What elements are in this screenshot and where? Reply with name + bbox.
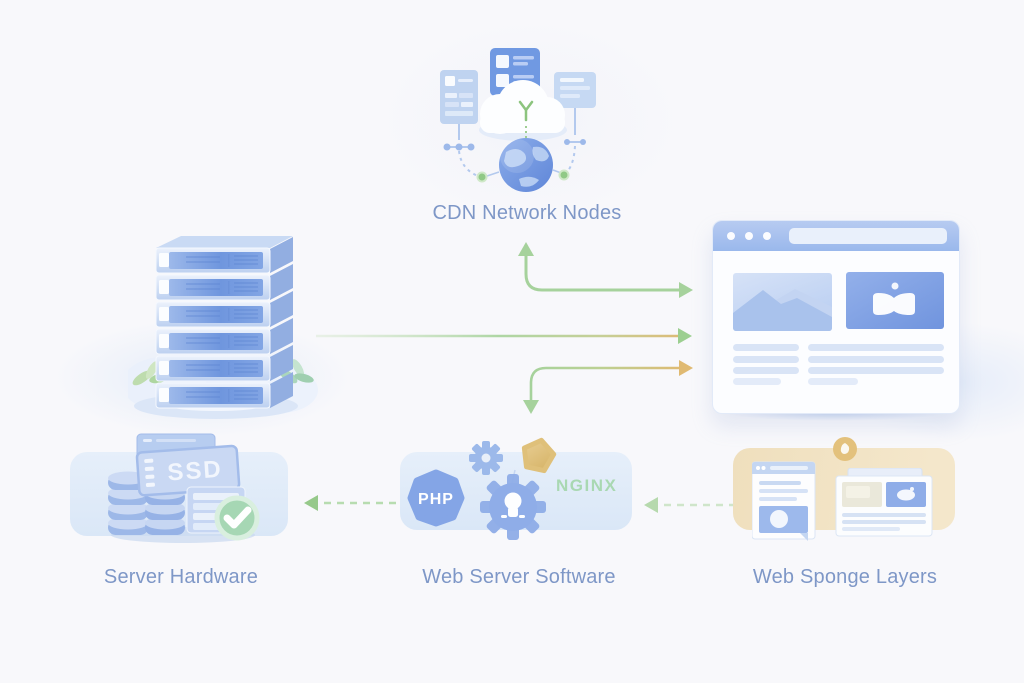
pentagon-icon bbox=[521, 437, 557, 474]
globe-icon bbox=[499, 138, 553, 192]
arrow-cdn-browser bbox=[518, 242, 693, 298]
arrow-rack-browser bbox=[316, 328, 692, 344]
arrow-sponge-software-dashed bbox=[644, 497, 736, 513]
browser-window bbox=[712, 220, 960, 414]
cdn-connector-dots bbox=[443, 139, 586, 151]
server-rack-illustration bbox=[128, 236, 318, 419]
rack-top bbox=[156, 236, 293, 248]
window-dot-1 bbox=[727, 232, 735, 240]
server-hardware-illustration: SSD bbox=[108, 433, 260, 543]
web-server-software-label: Web Server Software bbox=[422, 566, 616, 588]
php-text: PHP bbox=[418, 491, 454, 508]
cdn-node-card-right bbox=[554, 72, 596, 108]
image-placeholder-mountain bbox=[733, 273, 832, 331]
window-dot-3 bbox=[763, 232, 771, 240]
server-unit-stack bbox=[155, 237, 293, 409]
arrow-browser-software bbox=[523, 360, 693, 414]
web-server-software-illustration: PHP bbox=[407, 437, 557, 540]
php-badge-icon: PHP bbox=[407, 469, 465, 527]
image-placeholder-book bbox=[846, 272, 944, 329]
big-gear-bulb-icon bbox=[480, 474, 546, 540]
cdn-label: CDN Network Nodes bbox=[432, 202, 622, 224]
server-hardware-label: Server Hardware bbox=[103, 566, 259, 588]
edge-node-dot-right bbox=[558, 169, 570, 181]
coin-icon bbox=[833, 437, 857, 461]
check-badge-icon bbox=[214, 495, 260, 541]
ssd-text: SSD bbox=[167, 456, 224, 487]
small-gear-icon bbox=[469, 441, 503, 475]
cdn-node-card-left bbox=[440, 70, 478, 124]
ssd-card: SSD bbox=[135, 444, 241, 497]
webpage-thumbnail-right bbox=[835, 468, 933, 537]
web-sponge-layers-label: Web Sponge Layers bbox=[752, 566, 938, 588]
browser-title-bar bbox=[713, 221, 959, 251]
edge-node-dot-left bbox=[476, 171, 488, 183]
window-dot-2 bbox=[745, 232, 753, 240]
cdn-cluster-illustration bbox=[440, 48, 596, 192]
address-bar bbox=[789, 228, 947, 244]
nginx-label: NGINX bbox=[556, 476, 618, 495]
sprout-arrow-icon bbox=[518, 100, 534, 122]
arrow-software-hardware-dashed bbox=[304, 495, 396, 511]
webpage-thumbnail-left bbox=[752, 461, 816, 541]
